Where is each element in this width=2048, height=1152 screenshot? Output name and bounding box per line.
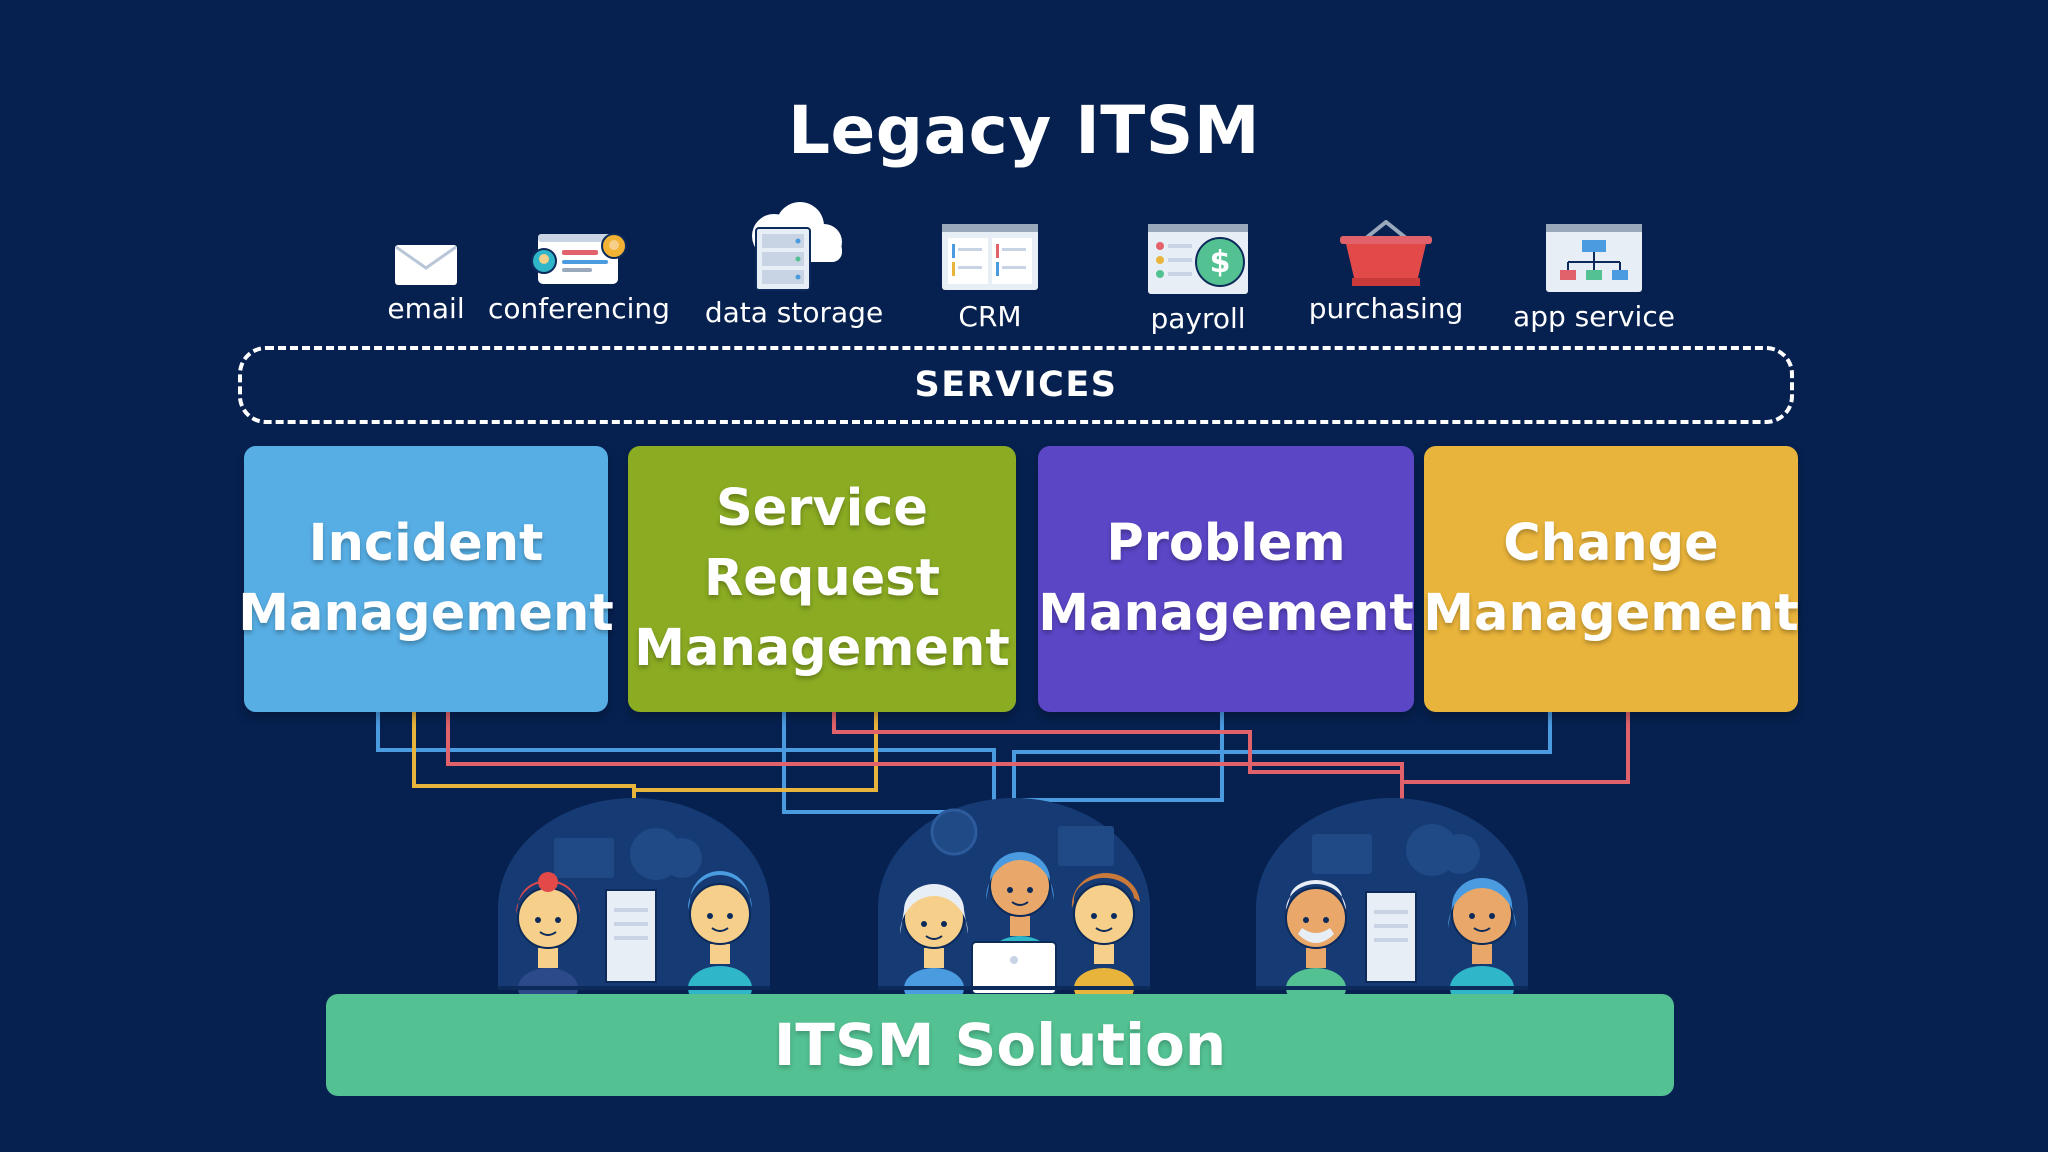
service-label: conferencing <box>488 292 670 325</box>
solution-label: ITSM Solution <box>773 1011 1227 1079</box>
process-label: Incident Management <box>238 514 614 643</box>
process-label: Problem Management <box>1038 514 1414 643</box>
service-email: email <box>336 240 516 330</box>
cloud-server-icon <box>734 202 854 296</box>
connector-line <box>832 712 1402 774</box>
service-label: data storage <box>704 296 884 329</box>
itsm-solution-bar: ITSM Solution <box>326 994 1674 1096</box>
diagram-title: Legacy ITSM <box>787 92 1260 169</box>
service-label: email <box>387 292 465 325</box>
envelope-icon <box>394 244 458 290</box>
team-right <box>1256 798 1528 1010</box>
process-box-service-request-management: Service Request Management <box>628 446 1016 712</box>
service-data-storage: data storage <box>704 202 884 332</box>
basket-icon <box>1336 219 1436 294</box>
service-label: purchasing <box>1308 292 1464 325</box>
services-group: SERVICES <box>238 346 1794 424</box>
service-purchasing: purchasing <box>1296 219 1476 330</box>
process-box-problem-management: Problem Management <box>1038 446 1414 712</box>
process-box-change-management: Change Management <box>1423 446 1799 712</box>
process-label: Change Management <box>1423 514 1799 643</box>
team-left <box>498 798 770 1010</box>
service-label: payroll <box>1150 302 1246 335</box>
service-app-service: app service <box>1504 222 1684 334</box>
services-group-label: SERVICES <box>914 365 1118 405</box>
dollar-window-icon: $ <box>1146 222 1250 300</box>
service-payroll: $ payroll <box>1108 222 1288 335</box>
crm-window-icon <box>940 222 1040 296</box>
process-box-incident-management: Incident Management <box>238 446 614 712</box>
service-label: app service <box>1513 300 1675 333</box>
connector-line <box>446 712 1404 820</box>
connector-line <box>634 712 878 792</box>
video-conference-icon <box>528 228 628 292</box>
process-label: Service Request Management <box>634 479 1010 678</box>
connector-line <box>1402 712 1630 784</box>
service-label: CRM <box>958 300 1022 333</box>
service-conferencing: conferencing <box>488 228 670 328</box>
service-crm: CRM <box>900 222 1080 334</box>
svg-text:$: $ <box>1210 245 1231 280</box>
flowchart-window-icon <box>1544 222 1644 298</box>
team-center <box>878 798 1150 1008</box>
